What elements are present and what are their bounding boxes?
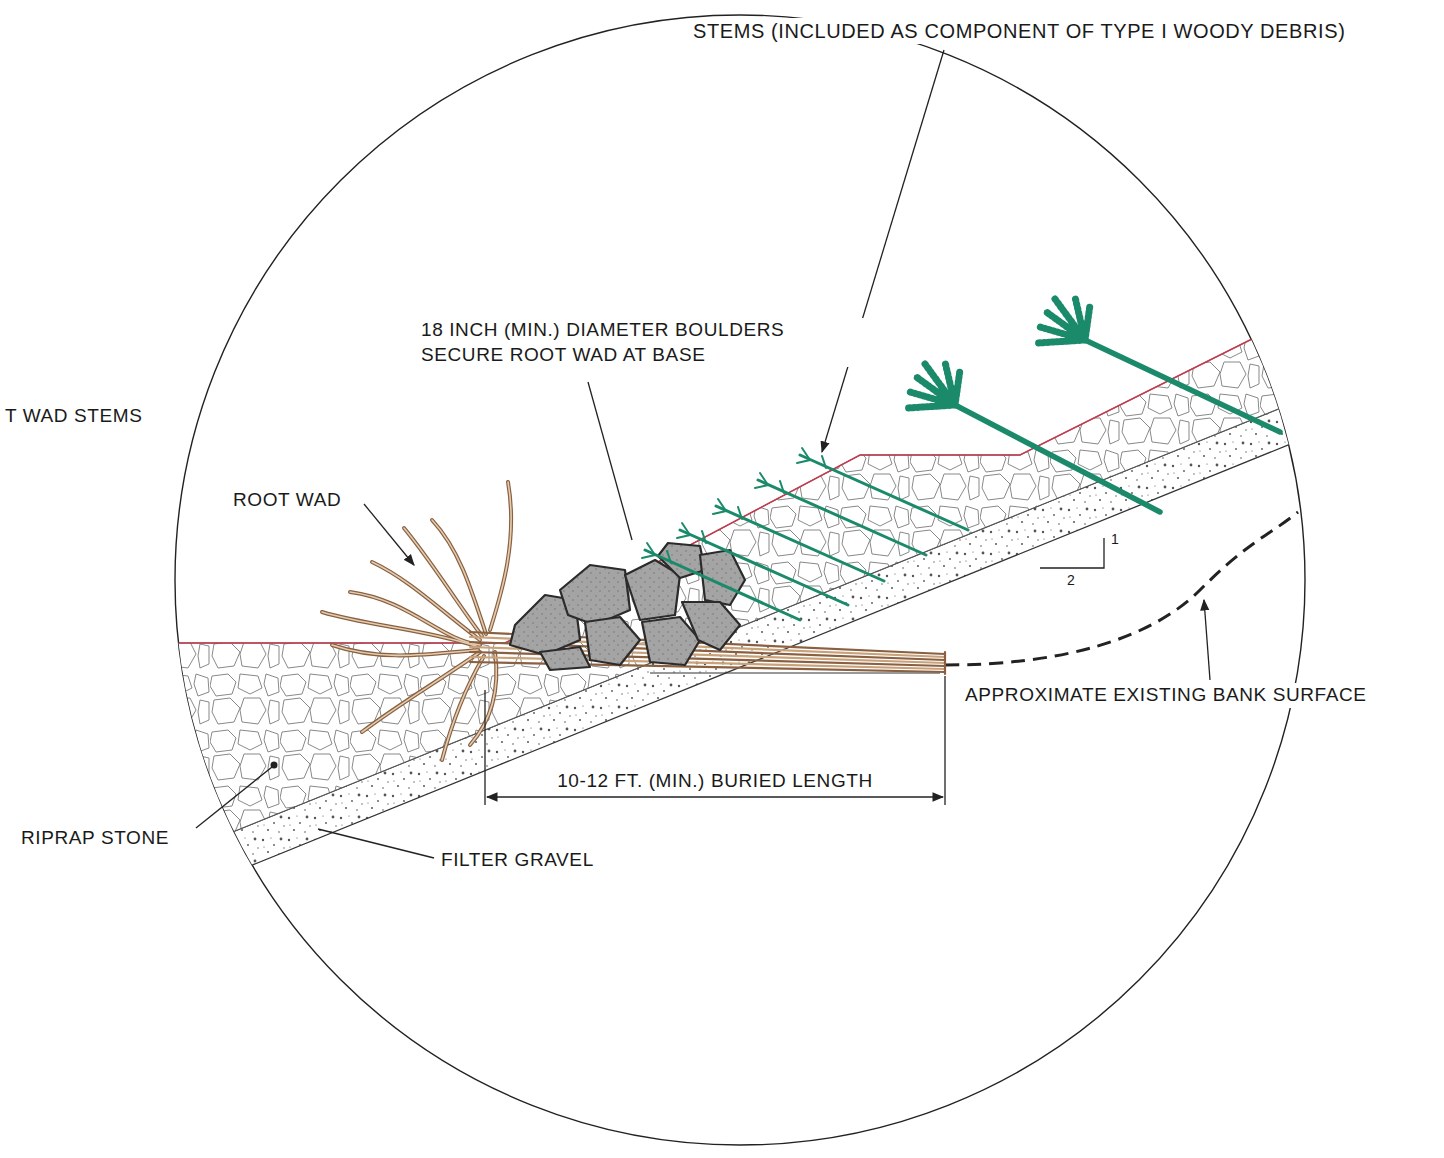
slope-symbol bbox=[1040, 538, 1104, 568]
callout-label: APPROXIMATE EXISTING BANK SURFACE bbox=[962, 683, 1370, 708]
riprap-stone bbox=[150, 300, 1340, 835]
leader-dot bbox=[271, 762, 278, 769]
callout-label: STEMS (INCLUDED AS COMPONENT OF TYPE I W… bbox=[690, 18, 1348, 44]
dimension-line bbox=[485, 676, 945, 805]
callout-label: ROOT WAD bbox=[230, 488, 344, 513]
leader-lines bbox=[196, 50, 1210, 858]
callout-label: T WAD STEMS bbox=[2, 404, 146, 429]
boulders bbox=[510, 543, 745, 670]
existing-bank-line bbox=[945, 512, 1298, 665]
dimension-text: 10-12 FT. (MIN.) BURIED LENGTH bbox=[554, 769, 876, 794]
detail-circle bbox=[175, 15, 1305, 1145]
slope-number: 1 bbox=[1108, 530, 1122, 548]
callout-label: RIPRAP STONE bbox=[18, 826, 172, 851]
root-wad bbox=[322, 482, 945, 760]
slope-number: 2 bbox=[1064, 571, 1078, 589]
callout-label: 18 INCH (MIN.) DIAMETER BOULDERS SECURE … bbox=[418, 318, 864, 367]
finished-surface bbox=[150, 300, 1340, 643]
filter-gravel bbox=[225, 388, 1340, 868]
callout-label: FILTER GRAVEL bbox=[438, 848, 597, 873]
